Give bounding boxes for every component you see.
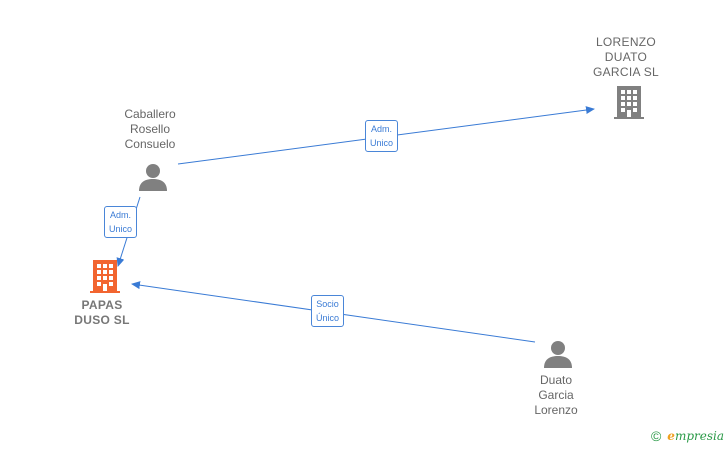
node-label-lorenzo-duato-garcia-sl: LORENZO DUATO GARCIA SL — [592, 35, 660, 79]
person-icon — [544, 341, 572, 368]
node-label-duato: Duato Garcia Lorenzo — [534, 373, 578, 417]
node-label-caballero: Caballero Rosello Consuelo — [124, 107, 176, 151]
person-icon — [139, 164, 167, 191]
building-icon — [614, 86, 644, 119]
edge-label-socio-unico[interactable]: Socio Único — [311, 295, 345, 327]
node-label-papas-duso-sl: PAPAS DUSO SL — [74, 298, 130, 327]
edge-label-adm-unico-lorenzo[interactable]: Adm. Unico — [365, 120, 399, 152]
brand-footer: © empresia — [651, 428, 724, 444]
building-icon — [90, 260, 120, 293]
copyright-icon: © — [650, 428, 662, 444]
brand-logo: empresia — [667, 429, 724, 443]
edge-label-adm-unico-papas[interactable]: Adm. Unico — [104, 206, 138, 238]
